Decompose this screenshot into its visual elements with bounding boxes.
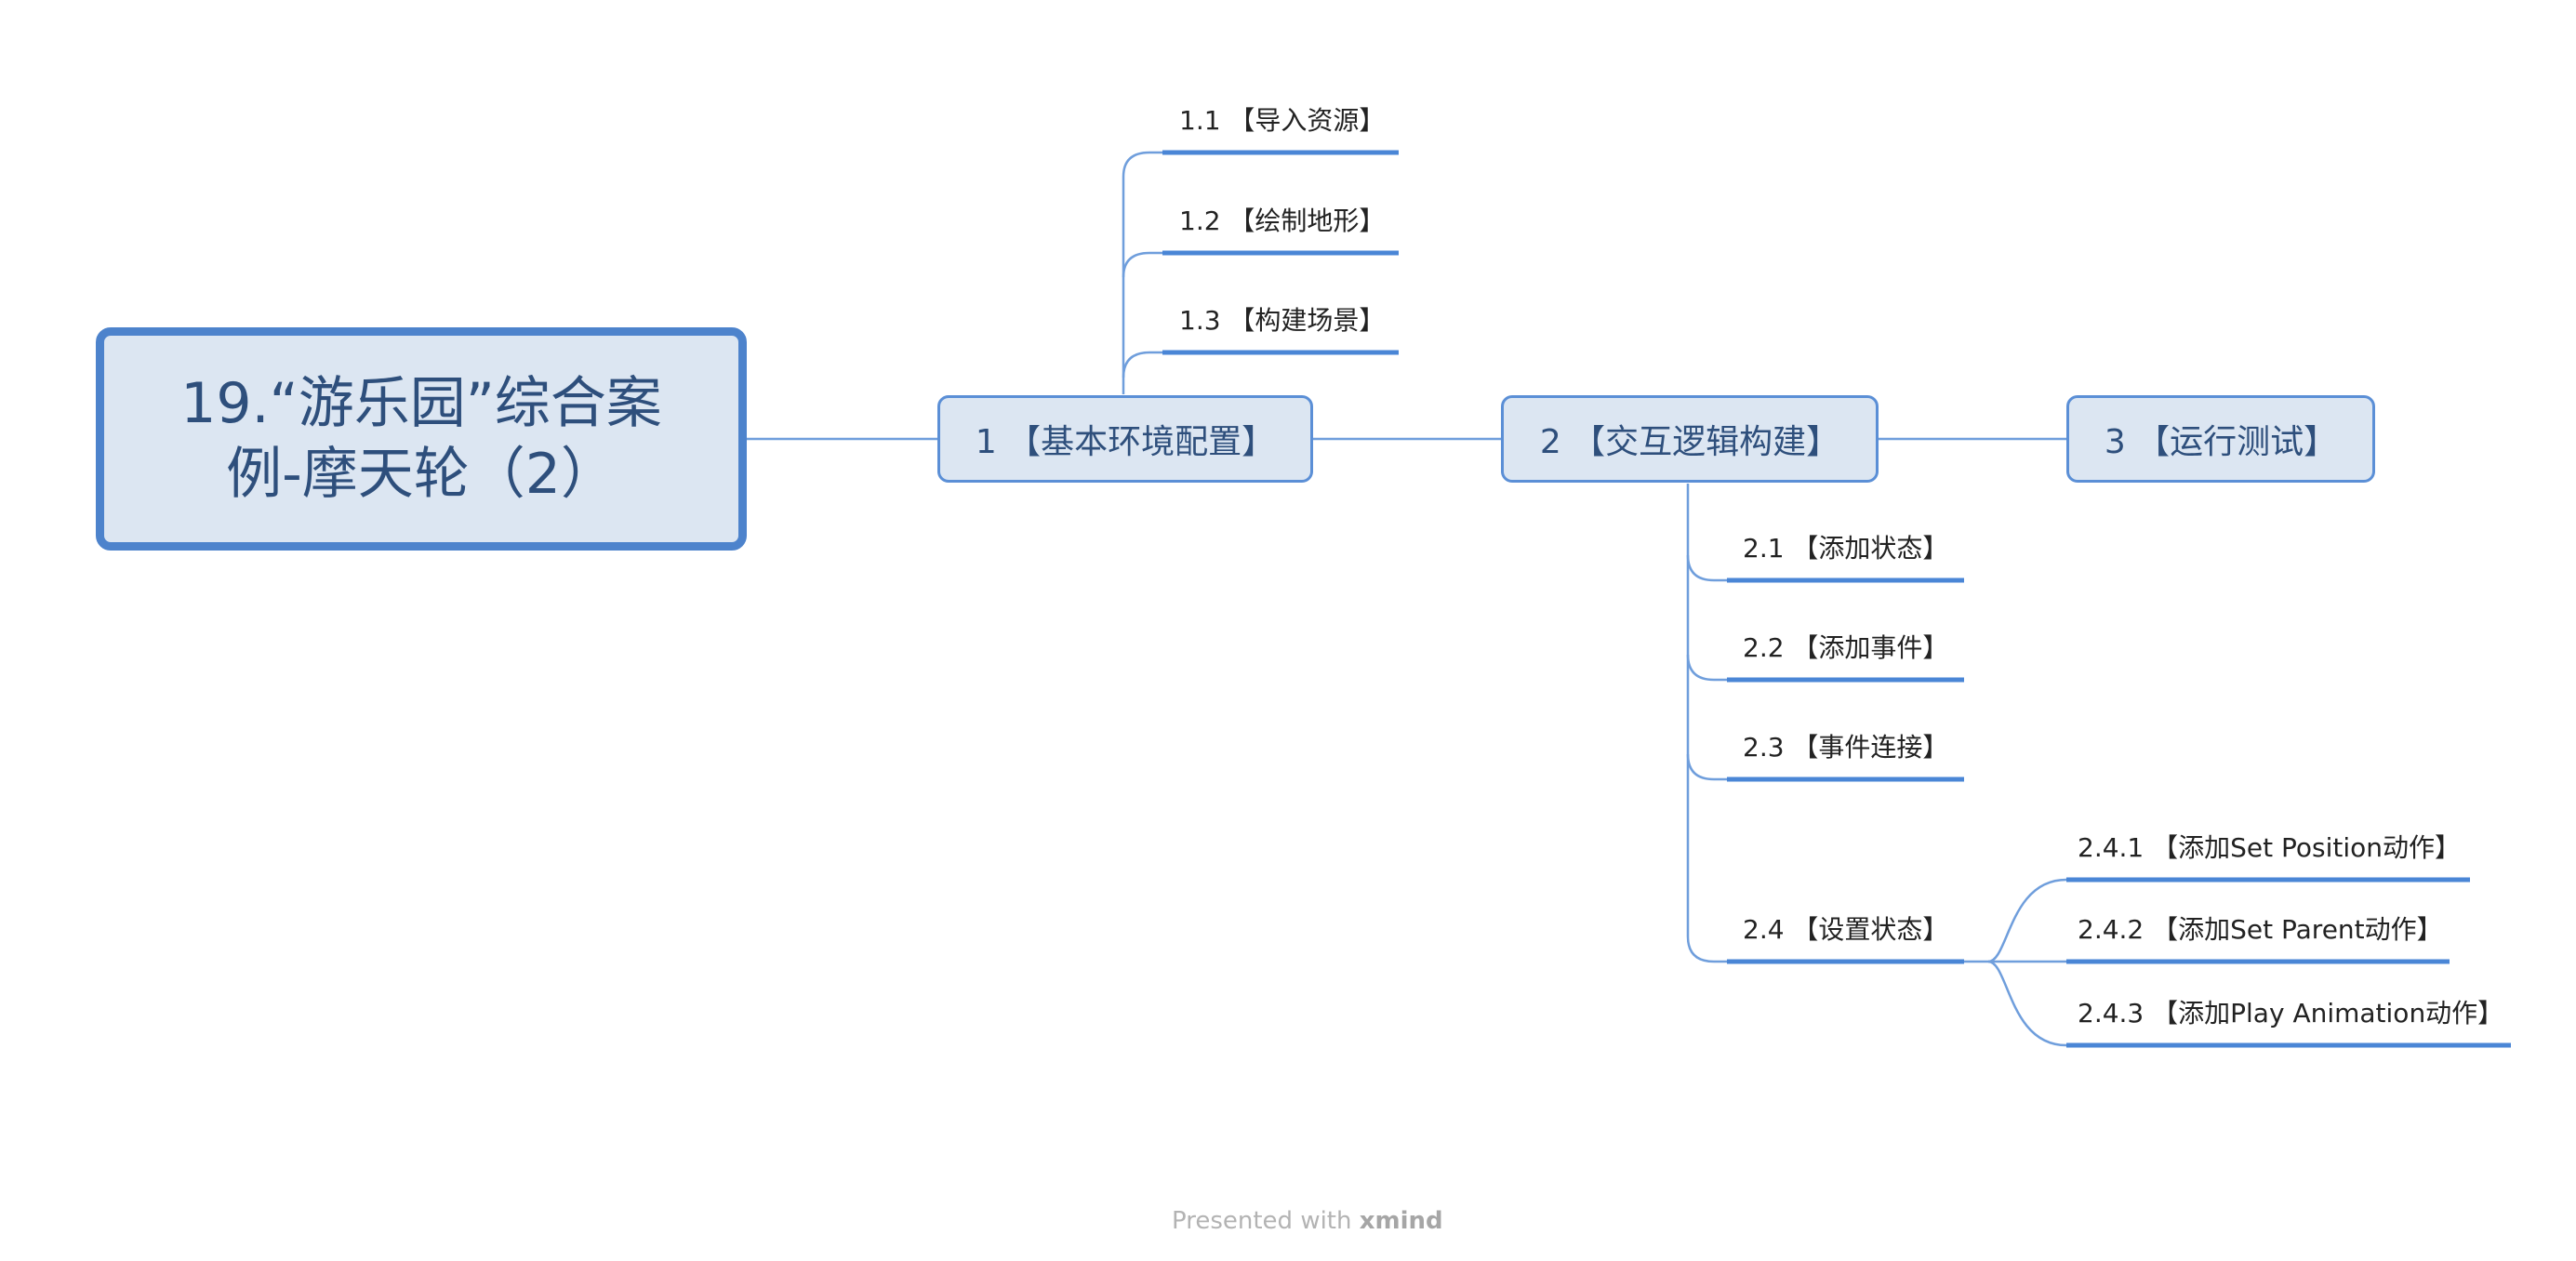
- connector-1-2: [1122, 251, 1162, 278]
- subtopic-1-1[interactable]: 1.1 【导入资源】: [1179, 102, 1385, 139]
- connector-2-1: [1686, 484, 1727, 963]
- subtopic-1-1-label: 1.1 【导入资源】: [1179, 105, 1386, 136]
- connector-2-2: [1686, 554, 1727, 582]
- connector-2-3: [1686, 654, 1727, 682]
- footer-prefix: Presented with: [1172, 1207, 1352, 1235]
- subtopic-2-4-1-label: 2.4.1 【添加Set Position动作】: [2078, 832, 2462, 863]
- subtopic-2-3[interactable]: 2.3 【事件连接】: [1743, 729, 1948, 766]
- connector-2-4: [1686, 753, 1727, 781]
- topic-1[interactable]: 1 【基本环境配置】: [937, 395, 1313, 483]
- subtopic-2-4[interactable]: 2.4 【设置状态】: [1743, 911, 1948, 949]
- connector-2-4-1: [1960, 878, 2067, 963]
- root-topic[interactable]: 19.“游乐园”综合案 例-摩天轮（2）: [96, 327, 747, 551]
- topic-3[interactable]: 3 【运行测试】: [2066, 395, 2375, 483]
- subtopic-2-4-2[interactable]: 2.4.2 【添加Set Parent动作】: [2078, 911, 2443, 949]
- subtopic-2-4-2-label: 2.4.2 【添加Set Parent动作】: [2078, 914, 2443, 945]
- subtopic-1-3[interactable]: 1.3 【构建场景】: [1179, 302, 1385, 339]
- connector-1-3: [1122, 351, 1162, 378]
- subtopic-1-2-label: 1.2 【绘制地形】: [1179, 206, 1386, 236]
- subtopic-2-3-label: 2.3 【事件连接】: [1743, 732, 1949, 763]
- presented-with-footer: Presented with xmind: [1172, 1207, 1443, 1235]
- topic-2[interactable]: 2 【交互逻辑构建】: [1501, 395, 1879, 483]
- subtopic-1-3-label: 1.3 【构建场景】: [1179, 305, 1386, 336]
- subtopic-2-4-label: 2.4 【设置状态】: [1743, 914, 1949, 945]
- subtopic-1-2[interactable]: 1.2 【绘制地形】: [1179, 203, 1385, 240]
- subtopic-2-1[interactable]: 2.1 【添加状态】: [1743, 530, 1948, 567]
- subtopic-2-2-label: 2.2 【添加事件】: [1743, 632, 1949, 663]
- connector-1-1: [1122, 151, 1162, 394]
- connector-2-4-3: [1987, 960, 2067, 1047]
- subtopic-2-4-3-label: 2.4.3 【添加Play Animation动作】: [2078, 998, 2504, 1029]
- topic-1-label: 1 【基本环境配置】: [975, 423, 1276, 461]
- xmind-logo-text: xmind: [1359, 1207, 1443, 1235]
- subtopic-2-1-label: 2.1 【添加状态】: [1743, 533, 1949, 564]
- subtopic-2-2[interactable]: 2.2 【添加事件】: [1743, 630, 1948, 667]
- topic-3-label: 3 【运行测试】: [2104, 423, 2338, 461]
- root-title-line1: 19.“游乐园”综合案: [180, 371, 662, 436]
- topic-2-label: 2 【交互逻辑构建】: [1539, 423, 1840, 461]
- subtopic-2-4-3[interactable]: 2.4.3 【添加Play Animation动作】: [2078, 995, 2503, 1032]
- root-title-line2: 例-摩天轮（2）: [226, 442, 617, 507]
- subtopic-2-4-1[interactable]: 2.4.1 【添加Set Position动作】: [2078, 830, 2461, 867]
- root-title: 19.“游乐园”综合案 例-摩天轮（2）: [180, 368, 662, 510]
